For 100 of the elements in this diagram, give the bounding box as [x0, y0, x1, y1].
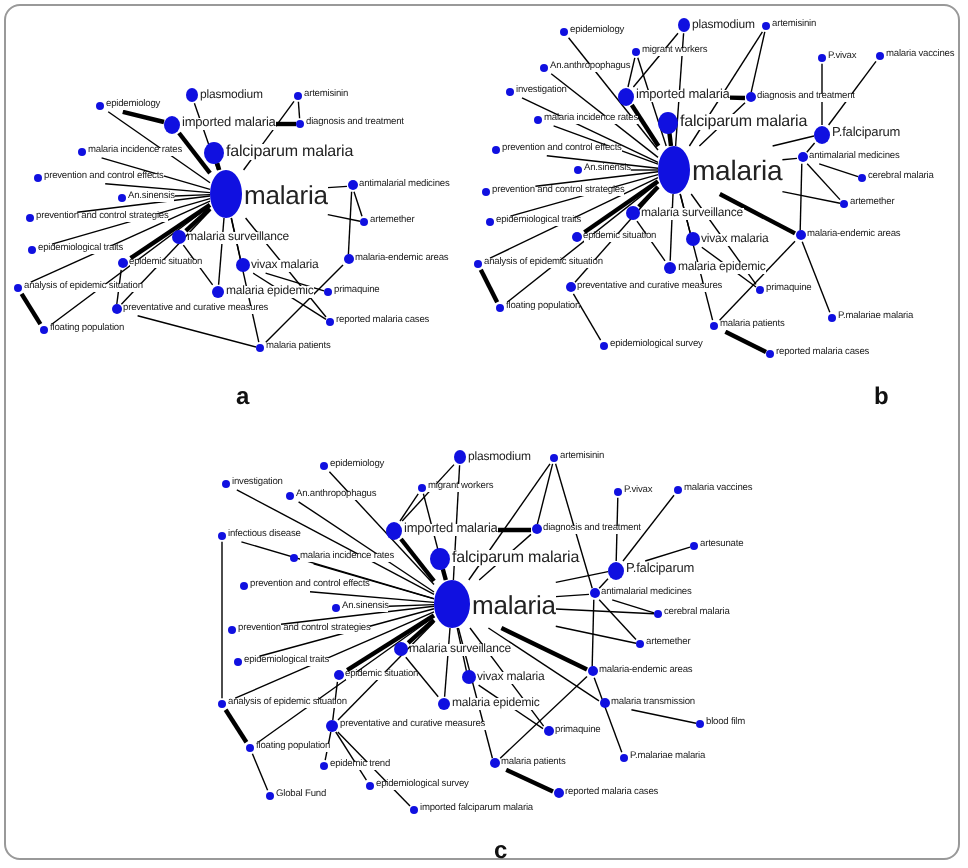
network-edge	[667, 132, 674, 147]
node-label: malaria	[244, 181, 328, 207]
network-edge	[30, 200, 211, 283]
network-edge	[487, 627, 600, 702]
network-edge	[555, 593, 590, 598]
network-edge	[388, 603, 435, 607]
network-edge	[275, 121, 296, 127]
network-edge	[223, 708, 249, 744]
network-edge	[297, 101, 301, 119]
network-edge	[567, 37, 659, 151]
network-edge	[499, 675, 588, 759]
node-label: falciparum malaria	[680, 114, 808, 130]
network-edge	[806, 142, 816, 153]
network-edge	[280, 605, 435, 625]
network-edge	[724, 329, 767, 354]
panel-label: a	[236, 384, 250, 408]
network-edge	[399, 493, 419, 522]
network-edge	[347, 191, 353, 255]
network-edge	[406, 618, 436, 645]
network-edge	[240, 541, 435, 600]
network-edge	[230, 217, 242, 260]
network-edge	[107, 111, 211, 184]
network-edge	[781, 190, 841, 204]
network-edge	[806, 163, 841, 201]
network-edge	[405, 656, 439, 698]
network-edge	[478, 268, 500, 304]
network-edge	[177, 131, 212, 175]
network-edge	[611, 599, 655, 614]
network-edge	[632, 32, 679, 88]
network-edge	[583, 179, 660, 234]
network-edge	[627, 57, 636, 88]
network-edge	[51, 205, 211, 325]
network-edge	[328, 471, 435, 586]
network-edge	[440, 568, 448, 581]
network-edge	[297, 501, 435, 593]
node-label: malaria	[692, 156, 783, 184]
network-edge	[821, 63, 823, 126]
network-edge	[593, 677, 623, 753]
network-edge	[265, 264, 344, 343]
node-label: falciparum malaria	[226, 144, 354, 160]
network-edge	[799, 163, 803, 231]
network-edge	[598, 578, 609, 589]
network-edge	[598, 599, 637, 641]
network-edge	[221, 541, 223, 699]
network-edge	[264, 272, 325, 292]
network-edge	[353, 191, 363, 217]
network-edge	[174, 193, 211, 197]
network-edge	[489, 176, 659, 259]
network-edge	[19, 292, 43, 326]
network-edge	[337, 621, 435, 721]
network-edge	[497, 527, 531, 533]
network-edge	[468, 463, 551, 581]
network-edge	[76, 195, 211, 213]
network-edge	[622, 494, 675, 562]
network-edge	[327, 213, 361, 222]
network-edge	[630, 169, 659, 171]
network-edge	[309, 591, 435, 604]
network-edge	[346, 613, 436, 673]
network-edge	[637, 57, 667, 147]
network-edge	[729, 95, 746, 101]
network-edge	[536, 463, 554, 525]
network-edge	[251, 753, 269, 791]
network-edge	[399, 537, 436, 583]
network-edge	[327, 185, 348, 189]
network-edge	[236, 489, 435, 596]
network-edge	[555, 570, 609, 584]
network-edge	[312, 563, 435, 600]
network-edge	[827, 60, 877, 126]
network-edge	[781, 157, 798, 161]
network-edge	[572, 293, 602, 341]
network-edge	[100, 157, 211, 191]
network-edge	[335, 731, 368, 781]
network-edge	[718, 192, 797, 236]
panel-label: c	[494, 838, 508, 862]
panel-label: b	[874, 384, 889, 408]
network-edge	[401, 463, 455, 522]
network-edge	[555, 608, 655, 615]
network-edge	[257, 616, 435, 743]
network-edge	[534, 171, 659, 187]
node-label: falciparum malaria	[452, 550, 580, 566]
network-edge	[629, 103, 661, 148]
network-edge	[546, 155, 659, 169]
network-edge	[771, 135, 815, 147]
network-edge	[630, 709, 697, 724]
network-edge	[615, 497, 619, 562]
network-edge	[818, 163, 859, 178]
network-edge	[750, 31, 766, 93]
network-edge	[506, 181, 659, 303]
node-label: malaria	[472, 591, 556, 617]
network-edge	[234, 611, 435, 699]
network-edge	[591, 599, 595, 667]
network-edge	[550, 73, 659, 159]
network-edge	[718, 240, 796, 321]
network-edge	[554, 463, 593, 589]
network-edge	[129, 202, 212, 261]
network-edge	[184, 206, 212, 233]
network-edge	[104, 183, 211, 194]
network-edge	[555, 625, 637, 644]
network-edge	[644, 546, 691, 562]
network-edge	[637, 185, 660, 209]
